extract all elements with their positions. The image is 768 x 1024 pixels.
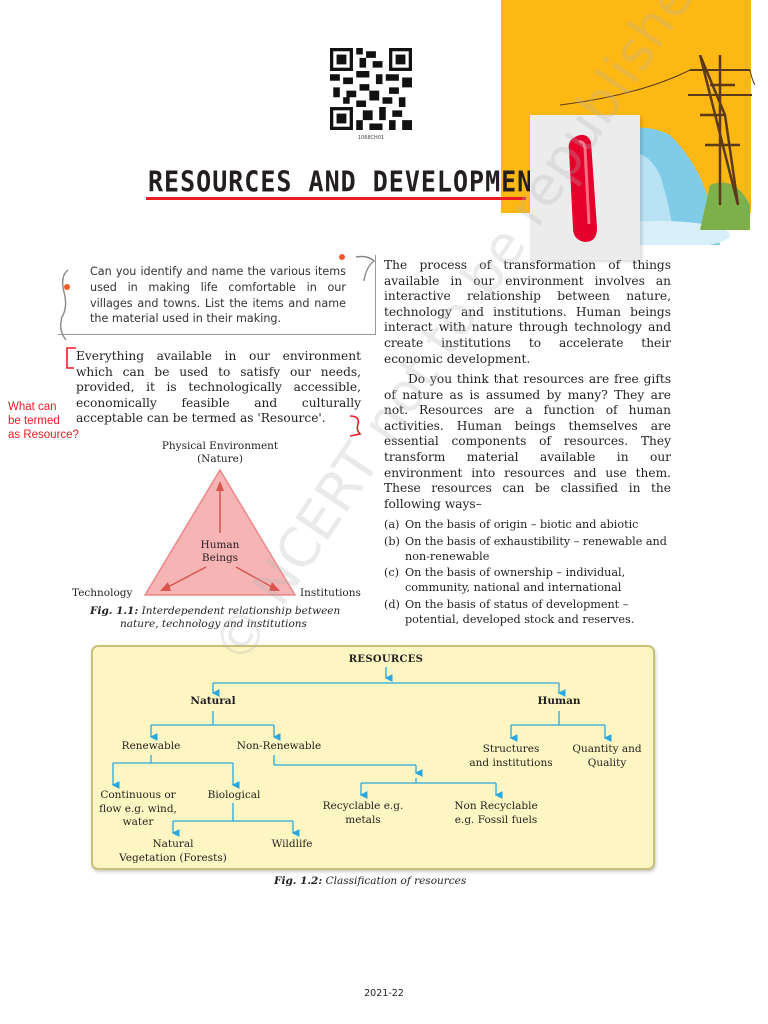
interdependence-triangle xyxy=(143,468,297,596)
node-continuous-flow: Continuous or flow e.g. wind, water xyxy=(93,789,183,830)
figure-1-1-number: Fig. 1.1: xyxy=(90,605,139,617)
list-item-text: On the basis of origin – biotic and abio… xyxy=(405,518,639,531)
figure-1-2-caption: Fig. 1.2: Classification of resources xyxy=(274,875,466,888)
think-box-text: Can you identify and name the various it… xyxy=(90,265,346,326)
node-recyclable-line-2: metals xyxy=(345,813,381,826)
node-structures-line-2: and institutions xyxy=(469,756,553,769)
node-non-recyclable-line-2: e.g. Fossil fuels xyxy=(454,813,538,826)
think-box xyxy=(58,255,376,335)
triangle-center-label-line-2: Beings xyxy=(201,552,239,564)
annotation-line-1: What can xyxy=(8,401,57,413)
annotation-line-2: be termed xyxy=(8,415,60,427)
node-continuous-line-3: water xyxy=(122,816,154,828)
list-item-text: On the basis of status of development – … xyxy=(405,597,635,626)
node-natural-vegetation-line-1: Natural xyxy=(152,838,194,850)
list-item-text: On the basis of exhaustibility – renewab… xyxy=(405,534,667,563)
list-item: (a) On the basis of origin – biotic and a… xyxy=(384,518,674,533)
think-box-left-bracket xyxy=(59,269,70,341)
red-closing-mark xyxy=(349,415,362,437)
list-item: (d) On the basis of status of development… xyxy=(384,598,674,628)
node-quantity-line-2: Quality xyxy=(587,756,627,769)
triangle-center-label: Human Beings xyxy=(185,539,255,565)
figure-1-2-caption-text: Classification of resources xyxy=(325,875,467,887)
classification-ways-list: (a) On the basis of origin – biotic and a… xyxy=(384,518,674,630)
triangle-top-label: Physical Environment (Nature) xyxy=(150,440,290,466)
node-renewable: Renewable xyxy=(121,740,181,752)
triangle-left-label: Technology xyxy=(72,587,133,599)
node-resources: RESOURCES xyxy=(348,654,424,665)
node-biological: Biological xyxy=(207,789,261,801)
node-non-renewable: Non-Renewable xyxy=(236,740,322,752)
figure-1-2-number: Fig. 1.2: xyxy=(274,875,323,887)
list-marker: (c) xyxy=(384,566,399,580)
figure-1-1-caption-line-1: Interdependent relationship between xyxy=(141,605,341,617)
node-continuous-line-1: Continuous or xyxy=(100,789,176,801)
triangle-center-label-line-1: Human xyxy=(200,539,240,551)
qr-code-label: 1068CH01 xyxy=(357,135,385,141)
node-recyclable-line-1: Recyclable e.g. xyxy=(322,800,404,812)
list-item: (b) On the basis of exhaustibility – rene… xyxy=(384,535,674,565)
node-wildlife: Wildlife xyxy=(271,838,313,850)
triangle-right-label: Institutions xyxy=(300,587,361,599)
footer-year: 2021-22 xyxy=(364,988,404,999)
node-non-recyclable-line-1: Non Recyclable xyxy=(454,800,538,812)
margin-annotation: What can be termed as Resource? xyxy=(8,400,79,442)
node-non-recyclable: Non Recyclable e.g. Fossil fuels xyxy=(438,800,554,827)
figure-1-1-caption: Fig. 1.1: Interdependent relationship be… xyxy=(90,605,340,631)
node-structures-line-1: Structures xyxy=(482,743,540,755)
list-item: (c) On the basis of ownership – individua… xyxy=(384,566,674,596)
node-natural-vegetation-line-2: Vegetation (Forests) xyxy=(119,851,227,864)
triangle-top-label-line-1: Physical Environment xyxy=(161,440,279,452)
think-box-right-bracket xyxy=(339,254,376,282)
free-gifts-paragraph: Do you think that resources are free gif… xyxy=(384,372,671,511)
resource-definition-paragraph: Everything available in our environment … xyxy=(76,349,361,426)
qr-code xyxy=(330,48,412,130)
node-natural: Natural xyxy=(190,695,236,707)
annotation-line-3: as Resource? xyxy=(8,429,79,441)
page-title: RESOURCES AND DEVELOPMENT xyxy=(148,165,550,199)
node-quantity-line-1: Quantity and xyxy=(572,743,642,755)
list-marker: (a) xyxy=(384,518,400,531)
triangle-top-label-line-2: (Nature) xyxy=(197,453,243,465)
node-natural-vegetation: Natural Vegetation (Forests) xyxy=(108,838,238,865)
figure-1-1-caption-line-2: nature, technology and institutions xyxy=(120,618,307,630)
red-bracket-mark xyxy=(66,347,76,369)
classification-connectors xyxy=(111,667,612,837)
transformation-paragraph: The process of transformation of things … xyxy=(384,258,671,366)
node-human: Human xyxy=(537,695,581,707)
list-marker: (b) xyxy=(384,534,400,548)
node-recyclable: Recyclable e.g. metals xyxy=(313,800,413,827)
node-continuous-line-2: flow e.g. wind, xyxy=(99,802,177,815)
list-marker: (d) xyxy=(384,597,400,611)
title-underline xyxy=(146,197,526,200)
chapter-number-graphic xyxy=(568,134,597,242)
list-item-text: On the basis of ownership – individual, … xyxy=(405,566,626,595)
node-structures-institutions: Structures and institutions xyxy=(460,743,562,770)
node-quantity-quality: Quantity and Quality xyxy=(562,743,652,770)
